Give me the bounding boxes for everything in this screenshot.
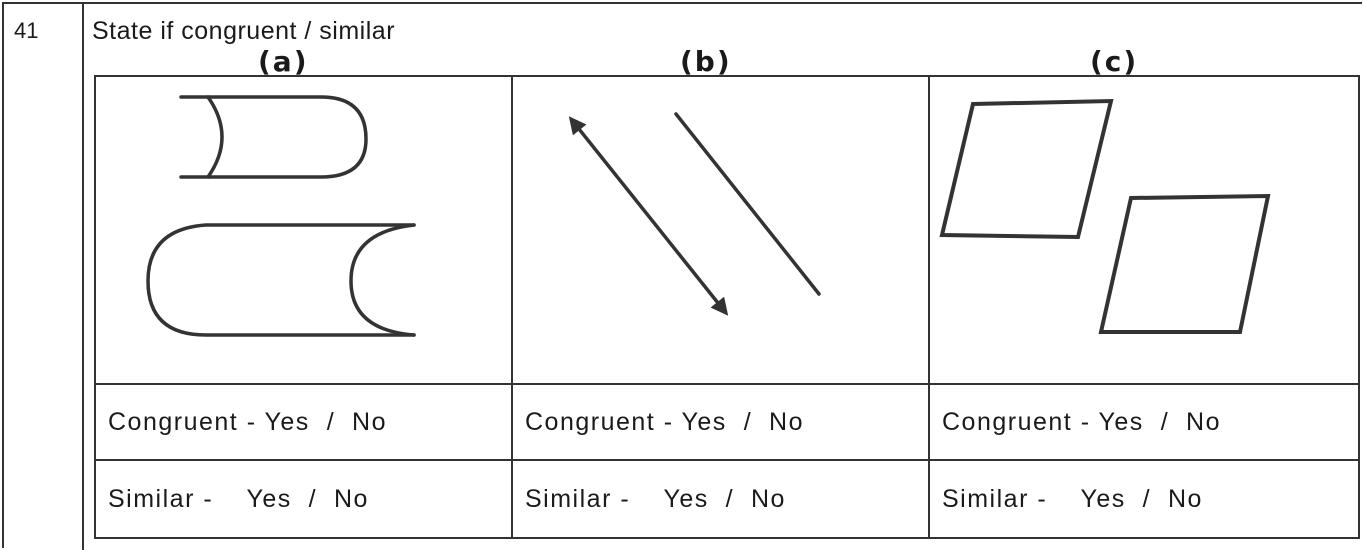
figure-cell-a	[96, 77, 513, 385]
part-a-label: (a)	[258, 45, 309, 78]
question-number: 41	[14, 18, 39, 43]
part-c-label: (c)	[1090, 45, 1139, 78]
question-prompt: State if congruent / similar	[92, 17, 396, 45]
congruent-answer-c[interactable]: Congruent - Yes / No	[930, 385, 1358, 461]
number-column-divider	[82, 4, 84, 550]
double-arrow-segment	[568, 116, 729, 316]
similar-answer-b[interactable]: Similar - Yes / No	[513, 461, 930, 537]
parallelogram-1	[939, 98, 1114, 240]
congruent-answer-b[interactable]: Congruent - Yes / No	[513, 385, 930, 461]
large-capsule-outline	[146, 223, 416, 337]
part-b-label: (b)	[680, 45, 732, 78]
figure-b-parallel-lines	[568, 112, 821, 316]
similar-answer-a[interactable]: Similar - Yes / No	[96, 461, 513, 537]
figure-cell-b	[513, 77, 930, 385]
plain-segment	[674, 112, 821, 296]
figure-a-half-cylinders	[146, 95, 416, 337]
congruent-answer-a[interactable]: Congruent - Yes / No	[96, 385, 513, 461]
answer-table: Congruent - Yes / No Congruent - Yes / N…	[94, 75, 1360, 539]
small-capsule-inner-arc	[206, 95, 224, 179]
figure-cell-c	[930, 77, 1358, 385]
similar-answer-c[interactable]: Similar - Yes / No	[942, 484, 1203, 513]
figure-c-parallelograms	[939, 98, 1271, 334]
large-capsule-inner-arc	[349, 223, 416, 337]
parallelogram-2	[1098, 193, 1271, 334]
small-capsule-outline	[179, 95, 368, 179]
